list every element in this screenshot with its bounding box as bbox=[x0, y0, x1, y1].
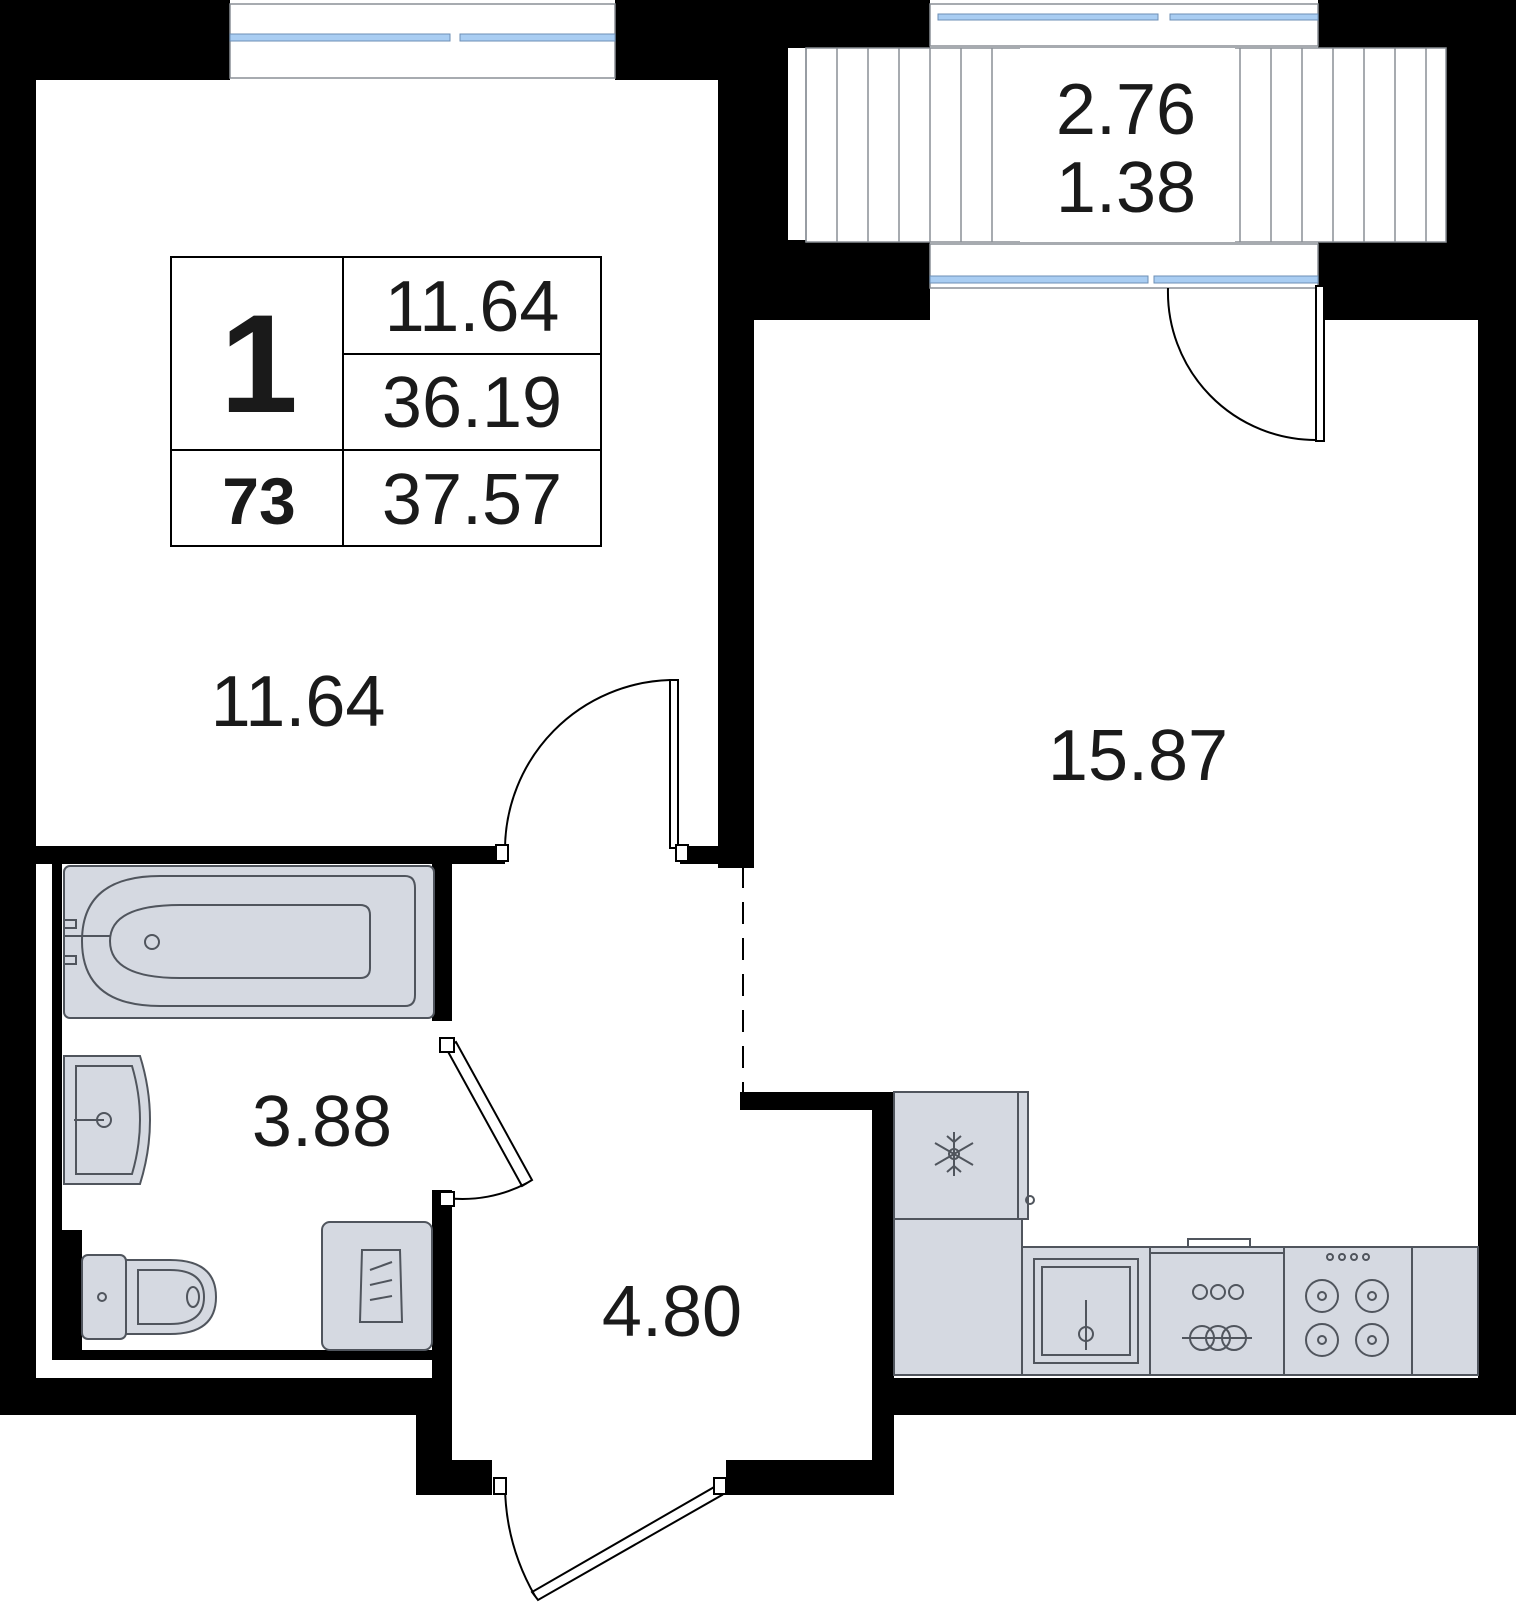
bathroom-area-label: 3.88 bbox=[252, 1082, 392, 1162]
toilet bbox=[81, 1254, 218, 1340]
kitchen-living-area-label: 15.87 bbox=[1048, 716, 1228, 796]
info-table: 1 11.64 36.19 73 37.57 bbox=[170, 256, 602, 547]
total-area-value: 36.19 bbox=[382, 363, 562, 443]
sink bbox=[63, 1055, 151, 1185]
bedroom-area-label: 11.64 bbox=[211, 662, 386, 742]
bathtub bbox=[63, 865, 435, 1019]
snowflake-icon bbox=[934, 1132, 974, 1176]
balcony-area-full-label: 2.76 bbox=[1056, 70, 1196, 150]
apartment-number: 73 bbox=[222, 464, 295, 538]
washing-machine bbox=[321, 1221, 433, 1351]
living-area-value: 11.64 bbox=[385, 267, 560, 347]
windows bbox=[229, 3, 1319, 289]
rooms-count: 1 bbox=[220, 285, 298, 442]
area-with-balcony-value: 37.57 bbox=[382, 460, 562, 540]
balcony-area-reduced-label: 1.38 bbox=[1056, 148, 1196, 228]
doors bbox=[439, 285, 1325, 1602]
room-labels: 11.64 15.87 3.88 4.80 2.76 1.38 bbox=[211, 70, 1229, 1352]
kitchen bbox=[893, 1091, 1479, 1376]
walls bbox=[0, 0, 1516, 1495]
hallway-area-label: 4.80 bbox=[602, 1272, 742, 1352]
balcony bbox=[805, 47, 1447, 243]
